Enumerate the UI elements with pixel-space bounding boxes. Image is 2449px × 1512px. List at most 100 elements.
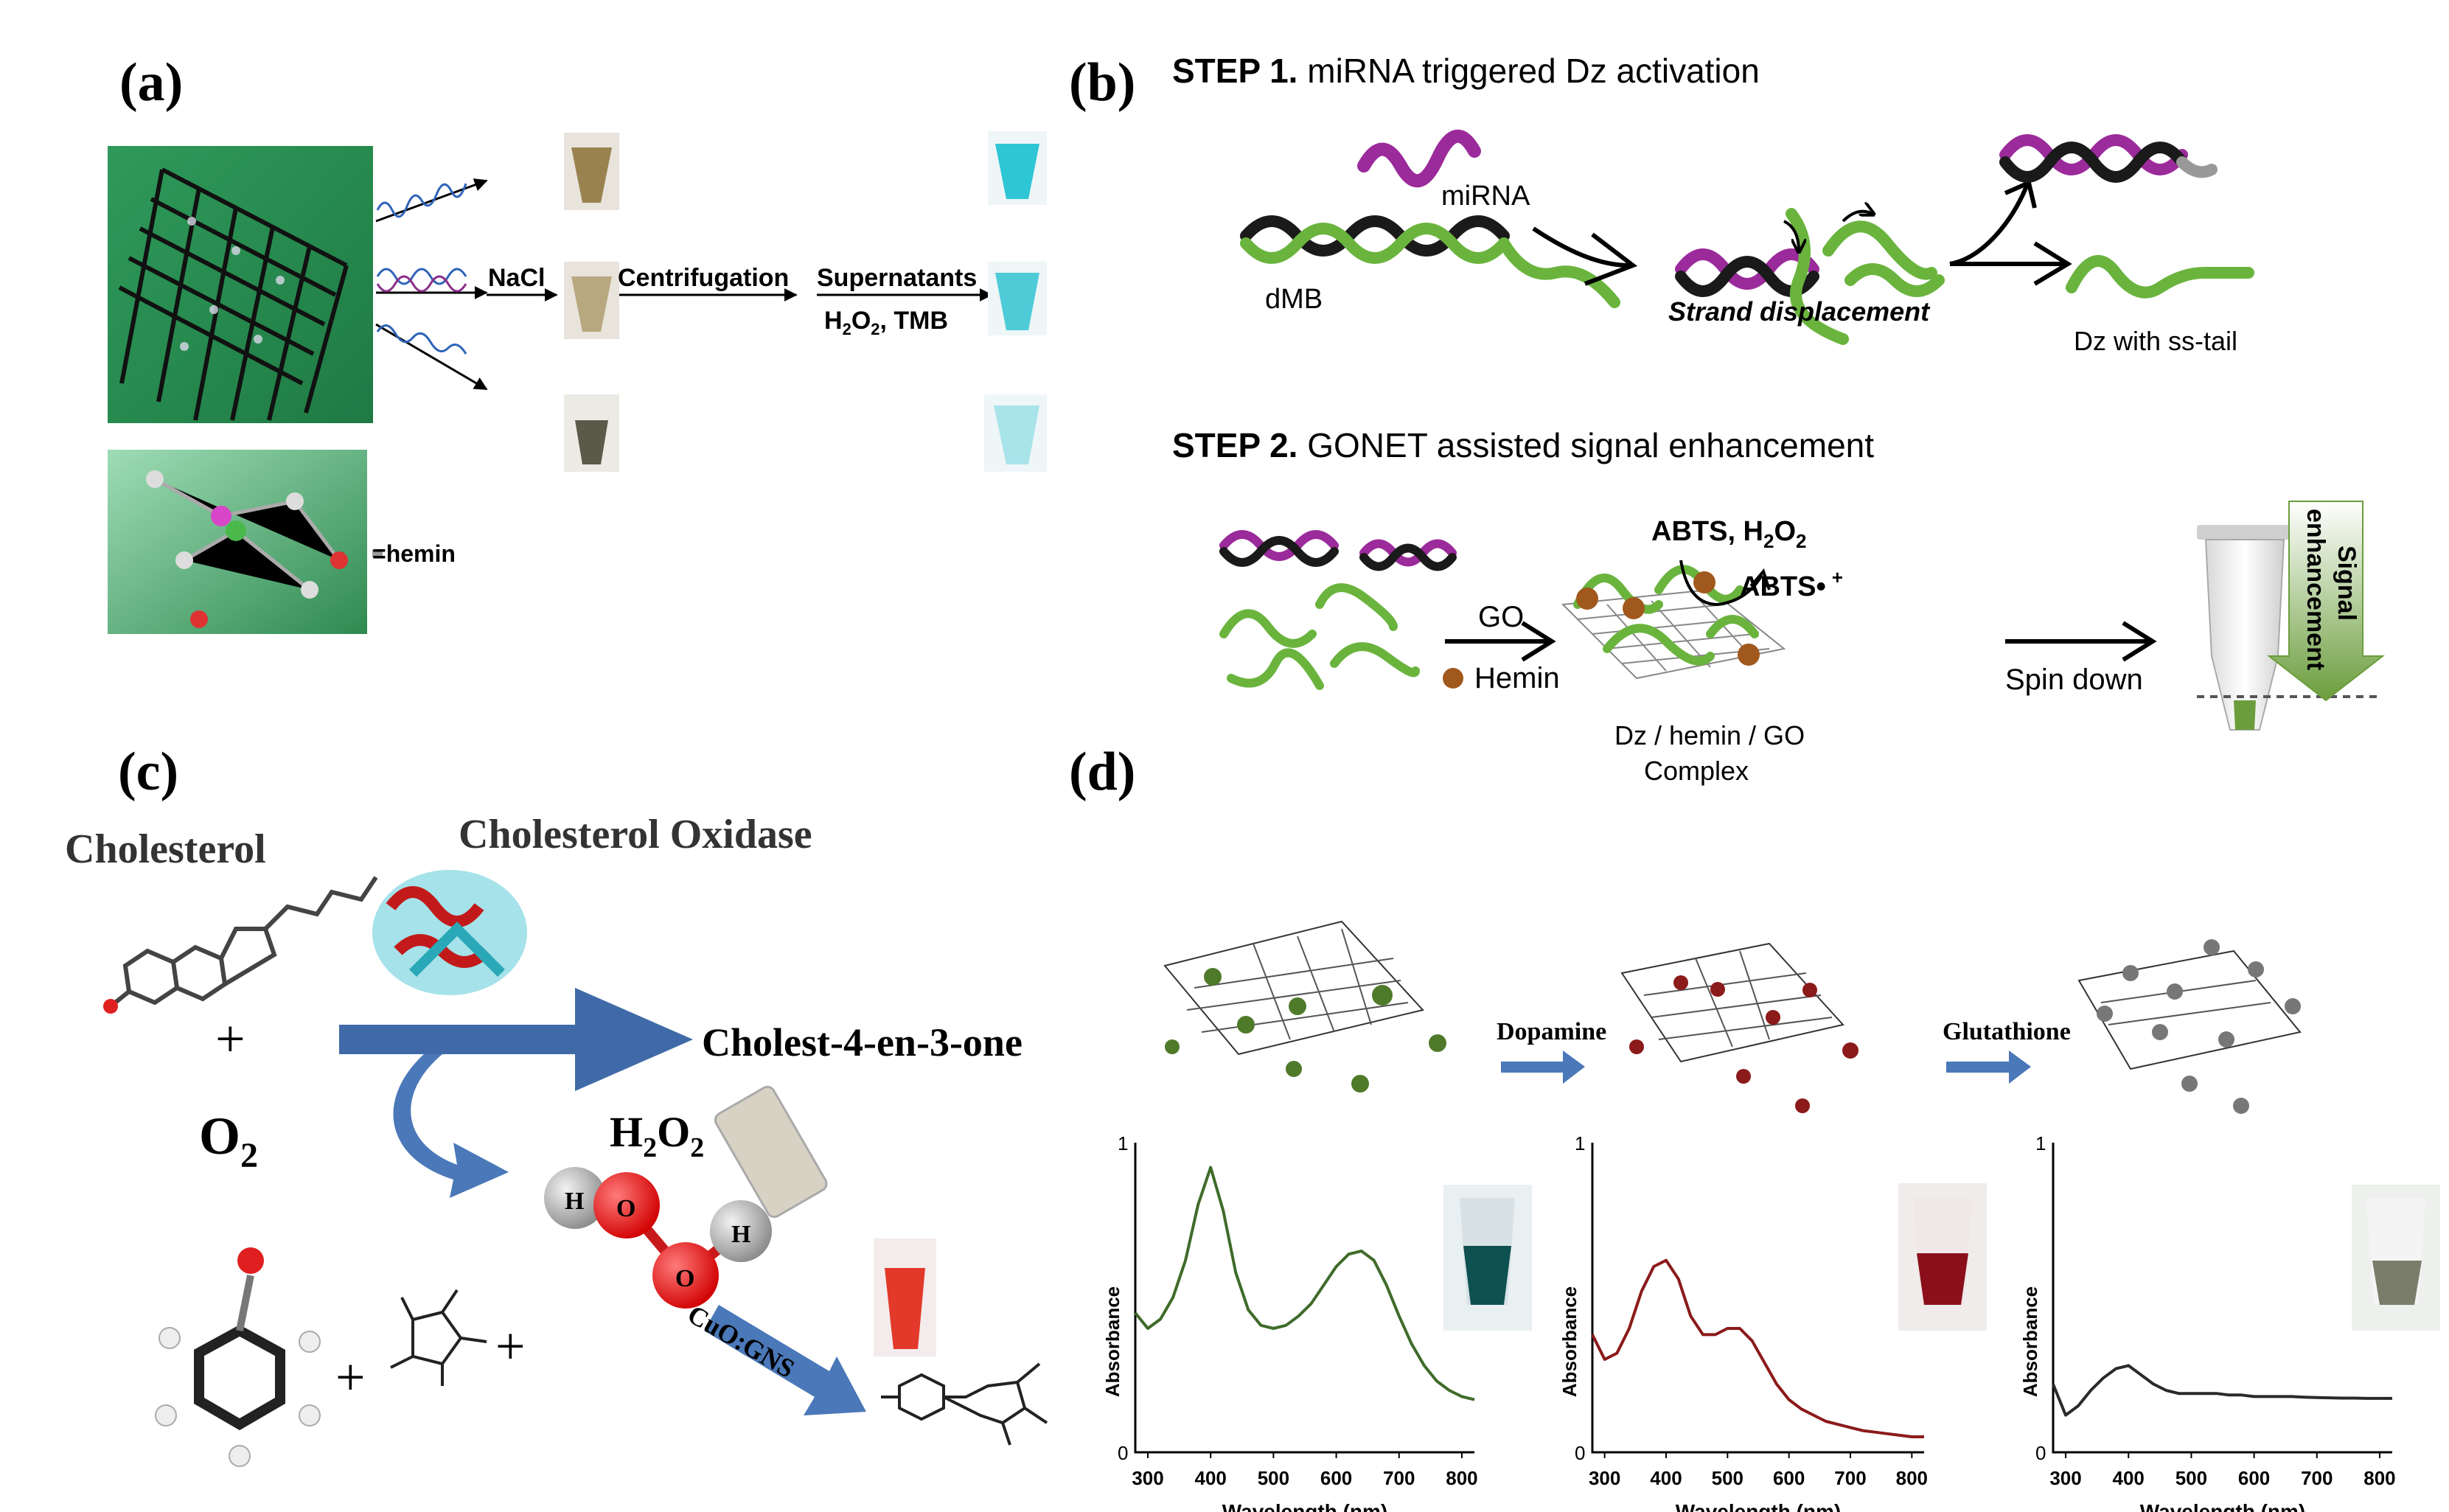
h2o2-branch-arrow: [393, 1054, 509, 1198]
dmb-label: dMB: [1265, 284, 1323, 315]
x-tick-label: 500: [1712, 1467, 1743, 1489]
phenol-structure: [155, 1247, 321, 1467]
step2-mixture: [1219, 530, 1457, 690]
y-axis-label: Absorbance: [1106, 1286, 1124, 1397]
go-label: GO: [1478, 601, 1524, 633]
y-tick-label: 0: [1575, 1442, 1585, 1464]
reaction-arrow: [339, 988, 693, 1091]
x-tick-label: 700: [2301, 1467, 2333, 1489]
panel-b-label: (b): [1069, 52, 1136, 113]
y-tick-label: 0: [2035, 1442, 2046, 1464]
x-tick-label: 400: [1195, 1467, 1227, 1489]
oxidase-label: Cholesterol Oxidase: [459, 812, 812, 857]
plus-sign-1: +: [215, 1009, 245, 1068]
hemin-beads: [1576, 571, 1760, 666]
go-complex-strands: [1573, 565, 1759, 666]
panel-c-graphic: Cholesterol Cholesterol Oxidase + O2 Cho…: [65, 812, 1048, 1467]
abts-oxidation-arrow: [1679, 560, 1771, 607]
panel-a-graphic: NaCl Centrifugation Supernatants H2O2, T…: [108, 131, 1047, 634]
hemin-label-b: Hemin: [1474, 662, 1560, 694]
glutathione-arrow: Glutathione: [1943, 1018, 2071, 1084]
x-tick-label: 500: [1258, 1467, 1289, 1489]
tube-inset-gray: [2352, 1185, 2440, 1331]
signal-arrow: [2267, 501, 2385, 702]
step-nacl: NaCl: [488, 264, 545, 292]
x-axis-label: Wavelength (nm): [2140, 1500, 2306, 1512]
glutathione-label: Glutathione: [1943, 1018, 2071, 1045]
dmb-duplex: [1240, 215, 1620, 308]
x-tick-label: 300: [2049, 1467, 2081, 1489]
dopamine-label: Dopamine: [1497, 1018, 1606, 1045]
x-tick-label: 600: [1320, 1467, 1352, 1489]
h2o2-vial: [714, 1085, 828, 1219]
graphene-particles-2: [1620, 942, 1858, 1113]
dopamine-arrow: Dopamine: [1497, 1018, 1606, 1084]
reagents-h2o2-tmb: H2O2, TMB: [824, 307, 948, 338]
x-tick-label: 800: [1896, 1467, 1928, 1489]
x-tick-label: 600: [1773, 1467, 1805, 1489]
dz-tail-label: Dz with ss-tail: [2074, 326, 2237, 356]
strand-displacement-complex: [1675, 208, 1945, 345]
panel-d-graphic: Dopamine Glutathione 0 1 300 400 500 600 700 80…: [1106, 920, 2440, 1512]
tube-inset-red: [1898, 1183, 1987, 1331]
atom-o-1: O: [616, 1195, 635, 1222]
arrow-step1-a: [1532, 226, 1638, 286]
cholesterol-label: Cholesterol: [65, 826, 266, 872]
spectrum-line-1: [1134, 1166, 1475, 1401]
atom-h-2: H: [731, 1221, 750, 1248]
sample-tubes-tmb: [984, 131, 1047, 472]
abts-radical-label: ABTS•+: [1740, 566, 1843, 602]
x-tick-label: 400: [1650, 1467, 1682, 1489]
product-label: Cholest-4-en-3-one: [702, 1020, 1023, 1065]
dna-probe-arrows: [375, 178, 488, 391]
spectrum-line-3: [2052, 1364, 2392, 1417]
signal-label: Signal: [2333, 546, 2361, 621]
h2o2-molecule: H O O H: [544, 1167, 772, 1309]
mirna-label: miRNA: [1441, 181, 1530, 212]
x-tick-label: 800: [1446, 1467, 1477, 1489]
x-axis-label: Wavelength (nm): [1222, 1500, 1388, 1512]
h2o2-label: H2O2: [610, 1108, 704, 1163]
y-tick-label: 0: [1118, 1442, 1128, 1464]
product-tube: [874, 1238, 936, 1356]
oxidase-enzyme: [372, 870, 527, 995]
x-tick-label: 700: [1834, 1467, 1866, 1489]
x-axis-label: Wavelength (nm): [1676, 1500, 1842, 1512]
strand-displacement-label: Strand displacement: [1668, 296, 1931, 327]
enhancement-label: enhancement: [2302, 509, 2330, 670]
step2-title: STEP 2. GONET assisted signal enhancemen…: [1172, 426, 1874, 464]
abts-h2o2-label: ABTS, H2O2: [1651, 516, 1807, 552]
x-tick-label: 300: [1132, 1467, 1163, 1489]
complex-label-1: Dz / hemin / GO: [1614, 720, 1805, 750]
aminoantipyrine-structure: [390, 1289, 487, 1386]
o2-label: O2: [199, 1107, 258, 1175]
spectrum-axes-1: [1134, 1143, 1474, 1454]
tube-inset-blue: [1443, 1185, 1532, 1331]
step-supernatants: Supernatants: [817, 264, 977, 292]
catalyst-arrow: [704, 1305, 866, 1415]
hemin-label: =hemin: [372, 540, 456, 567]
arrow-step2-a: [1445, 621, 1556, 662]
graphene-lattice: [118, 167, 349, 421]
arrow-step1-c: [1949, 179, 2037, 266]
panel-b-graphic: STEP 1. miRNA triggered Dz activation mi…: [1172, 52, 2385, 786]
x-tick-label: 800: [2363, 1467, 2395, 1489]
y-tick-label: 1: [2035, 1132, 2046, 1154]
mirna-strand: [1357, 130, 1481, 187]
catalyst-label: CuO:GNS: [683, 1299, 800, 1384]
x-tick-label: 700: [1383, 1467, 1415, 1489]
hemin-bead-legend: [1443, 668, 1463, 689]
plus-sign-3: +: [495, 1317, 526, 1376]
spectrum-line-2: [1591, 1258, 1924, 1438]
complex-label-2: Complex: [1644, 756, 1749, 786]
x-tick-label: 500: [2175, 1467, 2207, 1489]
sample-tubes-before: [564, 133, 619, 472]
spectrum-axes-2: [1591, 1143, 1924, 1454]
y-tick-label: 1: [1575, 1132, 1585, 1154]
spin-down-label: Spin down: [2005, 663, 2143, 696]
x-tick-label: 600: [2238, 1467, 2270, 1489]
arrow-step2-b: [2005, 621, 2157, 662]
dz-strand: [2066, 255, 2254, 299]
step1-title: STEP 1. miRNA triggered Dz activation: [1172, 52, 1760, 90]
microcentrifuge-tube: [2197, 525, 2293, 731]
